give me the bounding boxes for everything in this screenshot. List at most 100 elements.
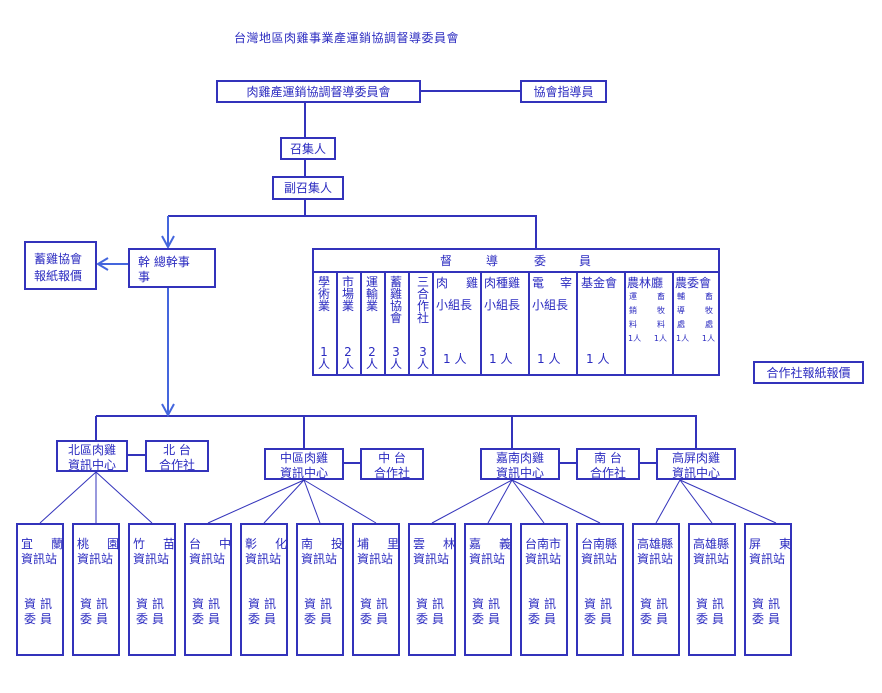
association-price-line-1: 蓄雞協會: [34, 252, 83, 266]
info-station-box: 埔 里資訊站資訊委員: [352, 523, 400, 656]
coop-south-box: 南 台合作社: [576, 448, 640, 480]
station-name: 高雄縣資訊站: [693, 537, 735, 567]
station-name-part: 東: [778, 537, 791, 551]
committee-col-foundation: 基金會 1 人: [581, 276, 618, 366]
coop-price-box: 合作社報紙報價: [753, 361, 864, 384]
committee-header-char-4: 員: [579, 254, 592, 268]
station-name-part: 埔: [357, 537, 370, 551]
station-role: 資訊委員: [583, 597, 616, 626]
station-suffix: 資訊站: [693, 552, 730, 566]
station-name-part: 化: [274, 537, 287, 551]
arrow-head-secretary: [161, 235, 175, 250]
deputy-convener-label: 副召集人: [283, 181, 332, 195]
convener-label: 召集人: [289, 141, 326, 156]
coop-north-box: 北 台合作社: [145, 440, 209, 472]
station-name-part: 南: [301, 537, 314, 551]
station-role: 資訊委員: [23, 597, 56, 626]
info-station-box: 彰 化資訊站資訊委員: [240, 523, 288, 656]
station-name-part: 投: [330, 537, 343, 551]
station-name-part: 台南縣: [581, 537, 618, 551]
station-role: 資訊委員: [135, 597, 168, 626]
station-name-part: 高雄縣: [693, 537, 730, 551]
station-role: 資訊委員: [247, 597, 280, 626]
secretary-line-2: 事: [138, 270, 151, 284]
region-chiayi-tainan-box: 嘉南肉雞資訊中心: [480, 448, 560, 480]
station-name-part: 台: [189, 537, 202, 551]
committee-col-slaughter-leader: 電宰 小組長 1 人: [532, 276, 572, 366]
info-station-box: 台南市資訊站資訊委員: [520, 523, 568, 656]
committee-header: 督 導 委 員: [314, 250, 718, 273]
station-name-part: 里: [386, 537, 399, 551]
info-station-box: 南投資訊站資訊委員: [296, 523, 344, 656]
station-name: 台中資訊站: [189, 537, 231, 567]
committee-col-breeder-leader: 肉種雞 小組長 1 人: [484, 276, 521, 366]
info-station-box: 屏東資訊站資訊委員: [744, 523, 792, 656]
committee-header-char-3: 委: [534, 254, 547, 268]
station-name: 台南縣資訊站: [581, 537, 623, 567]
station-role: 資訊委員: [359, 597, 392, 626]
station-role: 資訊委員: [415, 597, 448, 626]
station-name: 埔 里資訊站: [357, 537, 399, 567]
station-role: 資訊委員: [527, 597, 560, 626]
station-role: 資訊委員: [471, 597, 504, 626]
committee-header-char-2: 導: [486, 254, 499, 268]
station-role: 資訊委員: [303, 597, 336, 626]
station-suffix: 資訊站: [637, 552, 674, 566]
station-name-part: 桃: [77, 537, 90, 551]
station-name: 台南市資訊站: [525, 537, 567, 567]
arrow-head-association: [96, 257, 109, 271]
association-price-box: 蓄雞協會 報紙報價: [24, 241, 97, 290]
station-name-part: 彰: [245, 537, 258, 551]
committee-body: 學術業 1 人 市場業 2 人 運輸業 2 人 蓄雞協會 3 人 三合作社 3 …: [314, 271, 718, 374]
station-name-part: 雲: [413, 537, 426, 551]
info-station-box: 高雄縣資訊站資訊委員: [688, 523, 736, 656]
station-suffix: 資訊站: [189, 552, 226, 566]
coop-price-label: 合作社報紙報價: [766, 365, 851, 380]
station-role: 資訊委員: [695, 597, 728, 626]
station-role: 資訊委員: [639, 597, 672, 626]
station-fan-lines: [39, 471, 777, 524]
station-suffix: 資訊站: [21, 552, 58, 566]
station-name-part: 蘭: [50, 537, 63, 551]
station-name-part: 屏: [749, 537, 762, 551]
station-suffix: 資訊站: [581, 552, 618, 566]
station-name-part: 苗: [162, 537, 175, 551]
station-suffix: 資訊站: [77, 552, 114, 566]
convener-box: 召集人: [280, 137, 336, 160]
station-suffix: 資訊站: [245, 552, 282, 566]
station-name-part: 林: [442, 537, 455, 551]
advisor-label: 協會指導員: [533, 84, 594, 99]
info-station-box: 竹苗資訊站資訊委員: [128, 523, 176, 656]
region-central-box: 中區肉雞資訊中心: [264, 448, 344, 480]
coop-central-box: 中 台合作社: [360, 448, 424, 480]
station-name-part: 宜: [21, 537, 34, 551]
committee-col-broiler-leader: 肉雞 小組長 1 人: [436, 276, 478, 366]
secretary-box: 幹 總幹事 事: [128, 248, 216, 288]
station-suffix: 資訊站: [525, 552, 562, 566]
station-name: 雲 林資訊站: [413, 537, 455, 567]
committee-header-char-1: 督: [440, 254, 453, 268]
station-role: 資訊委員: [191, 597, 224, 626]
info-station-box: 桃園資訊站資訊委員: [72, 523, 120, 656]
station-suffix: 資訊站: [749, 552, 786, 566]
station-suffix: 資訊站: [357, 552, 394, 566]
station-name: 桃 園資訊站: [77, 537, 119, 567]
association-price-line-2: 報紙報價: [34, 269, 83, 283]
station-name-part: 園: [106, 537, 119, 551]
station-name: 宜 蘭資訊站: [21, 537, 63, 567]
deputy-convener-box: 副召集人: [272, 176, 344, 200]
secretary-line-1: 幹 總幹事: [138, 255, 190, 269]
info-station-box: 雲 林資訊站資訊委員: [408, 523, 456, 656]
station-name-part: 竹: [133, 537, 146, 551]
supervisory-committee-table: 督 導 委 員 學術業 1 人 市場業 2 人 運輸業 2 人: [312, 248, 720, 376]
advisor-box: 協會指導員: [520, 80, 607, 103]
station-suffix: 資訊站: [413, 552, 450, 566]
station-name: 屏 東資訊站: [749, 537, 791, 567]
station-name: 嘉義資訊站: [469, 537, 511, 567]
station-suffix: 資訊站: [469, 552, 506, 566]
info-station-box: 嘉義資訊站資訊委員: [464, 523, 512, 656]
region-kaoping-box: 高屏肉雞資訊中心: [656, 448, 736, 480]
